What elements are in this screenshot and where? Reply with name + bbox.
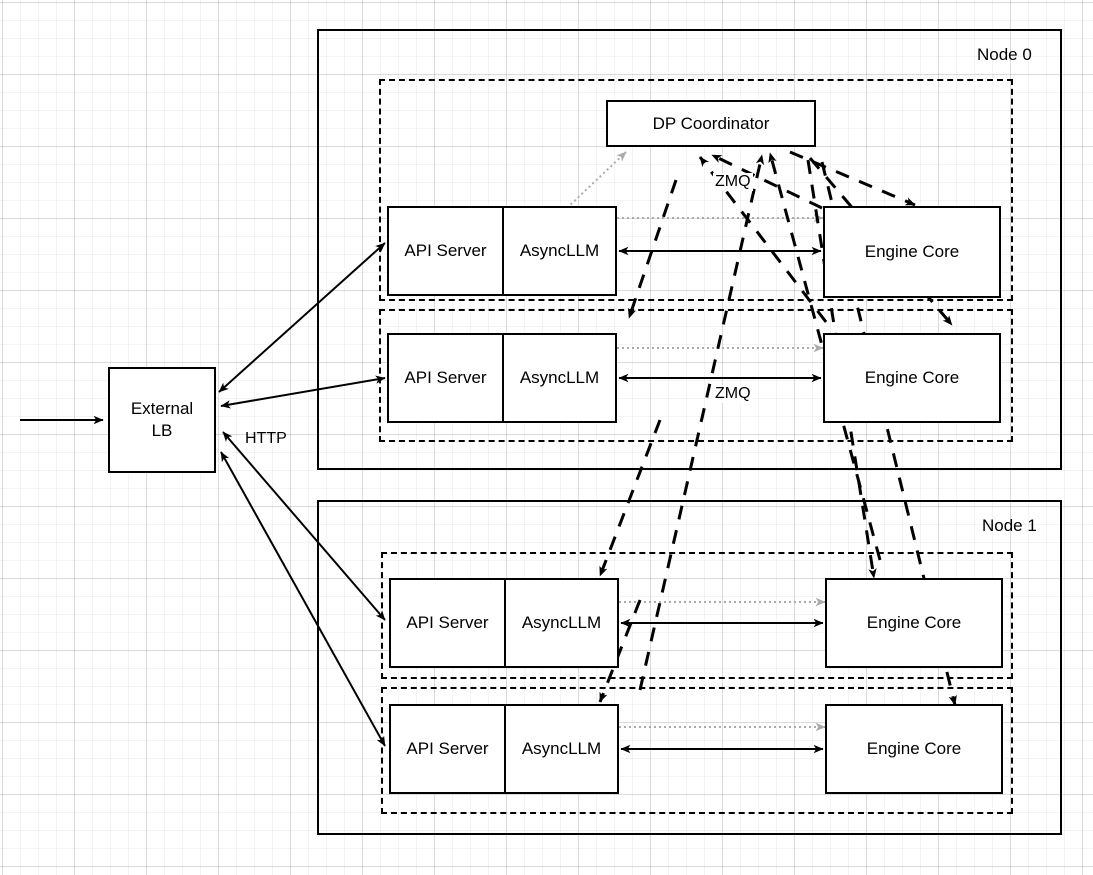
node-1-row-1-engine-core-box[interactable]: Engine Core: [825, 704, 1003, 794]
node-1-row-1-api-server-box[interactable]: API Server AsyncLLM: [389, 704, 619, 794]
external-lb-label-line1: External: [130, 399, 194, 419]
node-1-group-1: [381, 687, 1013, 814]
api-server-cell: API Server: [404, 368, 487, 387]
node-0-row-1-zmq-label: ZMQ: [713, 385, 753, 403]
node-0-row-0-zmq-label: ZMQ: [713, 173, 753, 191]
dp-coordinator-box[interactable]: DP Coordinator: [606, 100, 816, 147]
node-0-frame: [317, 29, 1062, 470]
node-1-row-0-api-server-box[interactable]: API Server AsyncLLM: [389, 578, 619, 668]
node-0-row-1-api-server-box[interactable]: API Server AsyncLLM: [387, 333, 617, 423]
engine-core-label: Engine Core: [866, 739, 962, 758]
node-1-label: Node 1: [982, 516, 1037, 535]
api-server-cell: API Server: [404, 241, 487, 260]
api-server-cell: API Server: [406, 739, 489, 758]
node-0-group-0: [379, 79, 1013, 301]
dp-coordinator-label: DP Coordinator: [652, 113, 770, 133]
api-server-cell: API Server: [406, 613, 489, 632]
node-0-row-0-engine-core-box[interactable]: Engine Core: [823, 206, 1001, 298]
engine-core-label: Engine Core: [864, 368, 960, 387]
async-llm-cell: AsyncLLM: [502, 208, 615, 294]
node-0-label: Node 0: [977, 45, 1032, 64]
external-lb-box[interactable]: External LB: [108, 367, 216, 473]
engine-core-label: Engine Core: [866, 613, 962, 632]
http-label: HTTP: [245, 430, 287, 447]
node-0-row-0-api-server-box[interactable]: API Server AsyncLLM: [387, 206, 617, 296]
external-lb-label-line2: LB: [151, 421, 173, 440]
node-0-group-1: [379, 309, 1013, 442]
async-llm-cell: AsyncLLM: [504, 580, 617, 666]
node-1-group-0: [381, 552, 1013, 679]
async-llm-cell: AsyncLLM: [502, 335, 615, 421]
node-1-frame: [317, 500, 1062, 835]
node-1-row-0-engine-core-box[interactable]: Engine Core: [825, 578, 1003, 668]
engine-core-label: Engine Core: [864, 242, 960, 261]
async-llm-cell: AsyncLLM: [504, 706, 617, 792]
node-0-row-1-engine-core-box[interactable]: Engine Core: [823, 333, 1001, 423]
